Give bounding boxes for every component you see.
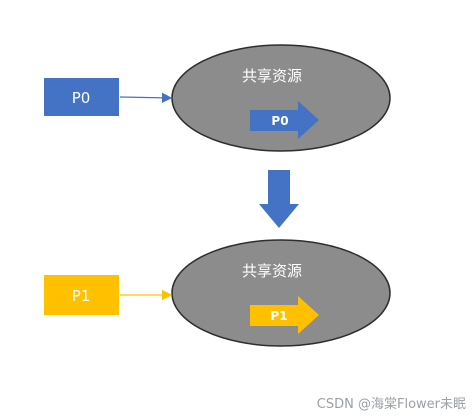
- top-token-label: P0: [271, 114, 288, 128]
- top-resource-ellipse: [171, 44, 391, 152]
- top-connector-arrow: [119, 92, 173, 104]
- top-resource-label: 共享资源: [242, 67, 302, 85]
- top-token-arrow: [250, 101, 319, 139]
- bottom-resource-ellipse: [171, 239, 391, 347]
- watermark: CSDN @海棠Flower未眠: [316, 397, 466, 412]
- bottom-process-label: P1: [72, 287, 91, 305]
- bottom-process-box: [44, 275, 119, 315]
- transition-down-arrow: [259, 170, 299, 228]
- bottom-token-arrow: [250, 296, 319, 334]
- top-process-box: [44, 78, 119, 116]
- bottom-resource-label: 共享资源: [242, 262, 302, 280]
- bottom-token-label: P1: [270, 309, 287, 323]
- top-process-label: P0: [72, 89, 91, 107]
